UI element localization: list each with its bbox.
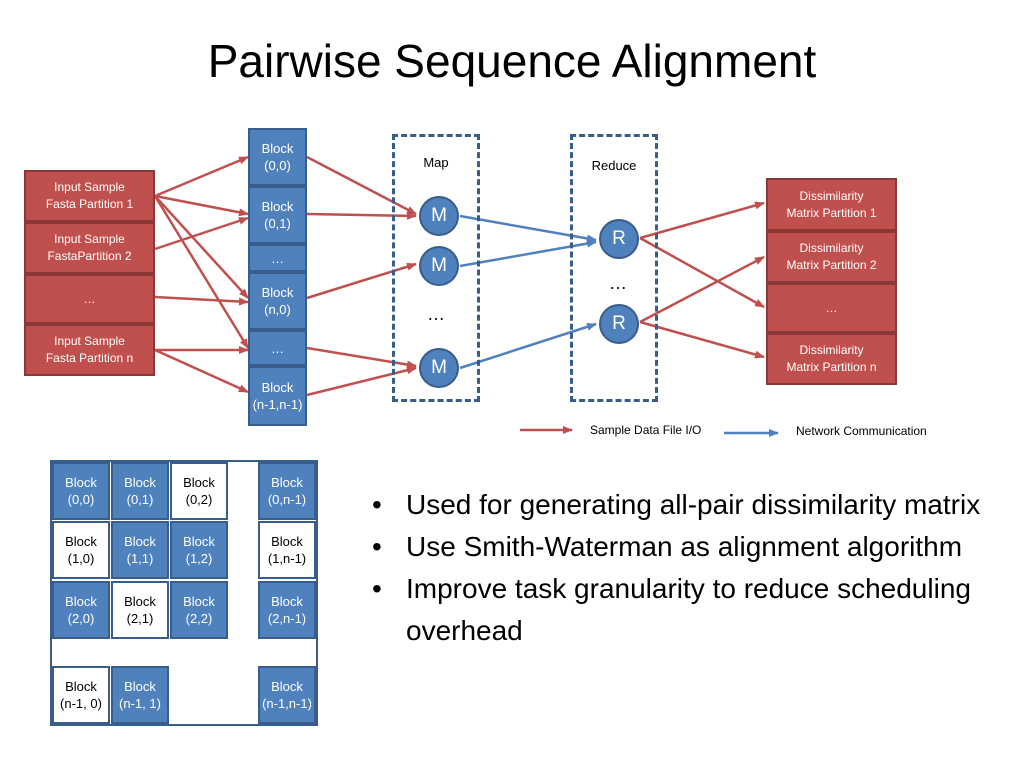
grid-block-2-0: Block(2,0) [52, 581, 110, 639]
block-matrix-frame [50, 460, 318, 726]
arrow-input1-ellipsis [153, 195, 250, 349]
bullet-text: Use Smith-Waterman as alignment algorith… [406, 531, 963, 562]
arrow-input1-block01 [154, 194, 249, 217]
arrow-r1-out1 [639, 201, 765, 240]
legend-file-io-label: Sample Data File I/O [590, 423, 702, 437]
input-partition-ellipsis: … [24, 274, 155, 324]
map-container [392, 134, 480, 402]
arrow-inputn-blocknn [154, 348, 249, 394]
reduce-label: Reduce [591, 158, 637, 173]
map-node-1: M [419, 196, 459, 236]
grid-block-n-1-1: Block(n-1, 1) [111, 666, 169, 724]
reduce-node-1: R [599, 219, 639, 259]
reduce-ellipsis: … [609, 273, 627, 293]
arrow-r1-out3 [639, 236, 765, 309]
grid-block-0-1: Block(0,1) [111, 462, 169, 520]
arrow-r2-outn [639, 320, 765, 359]
reduce-container [570, 134, 658, 402]
block-ellipsis-1: … [248, 244, 307, 272]
block-0-0: Block(0,0) [248, 128, 307, 186]
grid-block-1-1: Block(1,1) [111, 521, 169, 579]
arrow-blocknn-m3 [306, 366, 417, 397]
grid-block-0-n-1: Block(0,n-1) [258, 462, 316, 520]
arrow-block00-m1 [306, 155, 417, 216]
output-partition-ellipsis: … [766, 283, 897, 333]
map-ellipsis: … [427, 304, 445, 324]
grid-block-n-1-0: Block(n-1, 0) [52, 666, 110, 724]
arrow-r2-out2 [639, 255, 765, 324]
bullet-item: •Improve task granularity to reduce sche… [372, 573, 971, 646]
grid-block-2-1: Block(2,1) [111, 581, 169, 639]
arrow-m3-r2 [459, 322, 597, 370]
grid-block-2-n-1: Block(2,n-1) [258, 581, 316, 639]
grid-block-1-2: Block(1,2) [170, 521, 228, 579]
map-node-3: M [419, 348, 459, 388]
reduce-node-2: R [599, 304, 639, 344]
arrow-block01-m1 [306, 211, 417, 220]
arrow-input1-blockn0 [154, 195, 249, 299]
map-node-2: M [419, 246, 459, 286]
bullet-text: Used for generating all-pair dissimilari… [406, 489, 981, 520]
grid-block-n-1-n-1: Block(n-1,n-1) [258, 666, 316, 724]
block-0-1: Block(0,1) [248, 186, 307, 244]
block-n-0: Block(n,0) [248, 272, 307, 330]
block-n-1-n-1: Block(n-1,n-1) [248, 366, 307, 426]
grid-block-0-2: Block(0,2) [170, 462, 228, 520]
arrow-m1-r1 [459, 214, 597, 243]
arrow-input1-block00 [154, 155, 249, 198]
page-title: Pairwise Sequence Alignment [207, 35, 817, 87]
bullet-list: •Used for generating all-pair dissimilar… [368, 484, 988, 652]
bullet-item: •Use Smith-Waterman as alignment algorit… [372, 531, 963, 562]
arrow-input2-block01 [154, 216, 249, 251]
grid-block-1-n-1: Block(1,n-1) [258, 521, 316, 579]
bullet-text: Improve task granularity to reduce sched… [406, 573, 971, 646]
arrow-m2-r1 [459, 239, 597, 268]
grid-block-2-2: Block(2,2) [170, 581, 228, 639]
arrow-input3-blockn0 [154, 295, 249, 306]
arrow-blockn0-m2 [306, 262, 417, 300]
grid-block-0-0: Block(0,0) [52, 462, 110, 520]
legend-network-label: Network Communication [796, 424, 927, 438]
map-label: Map [423, 155, 449, 170]
block-ellipsis-2: … [248, 330, 307, 366]
bullet-item: •Used for generating all-pair dissimilar… [372, 489, 981, 520]
grid-block-1-0: Block(1,0) [52, 521, 110, 579]
arrow-ellipsis-m3 [306, 346, 417, 369]
